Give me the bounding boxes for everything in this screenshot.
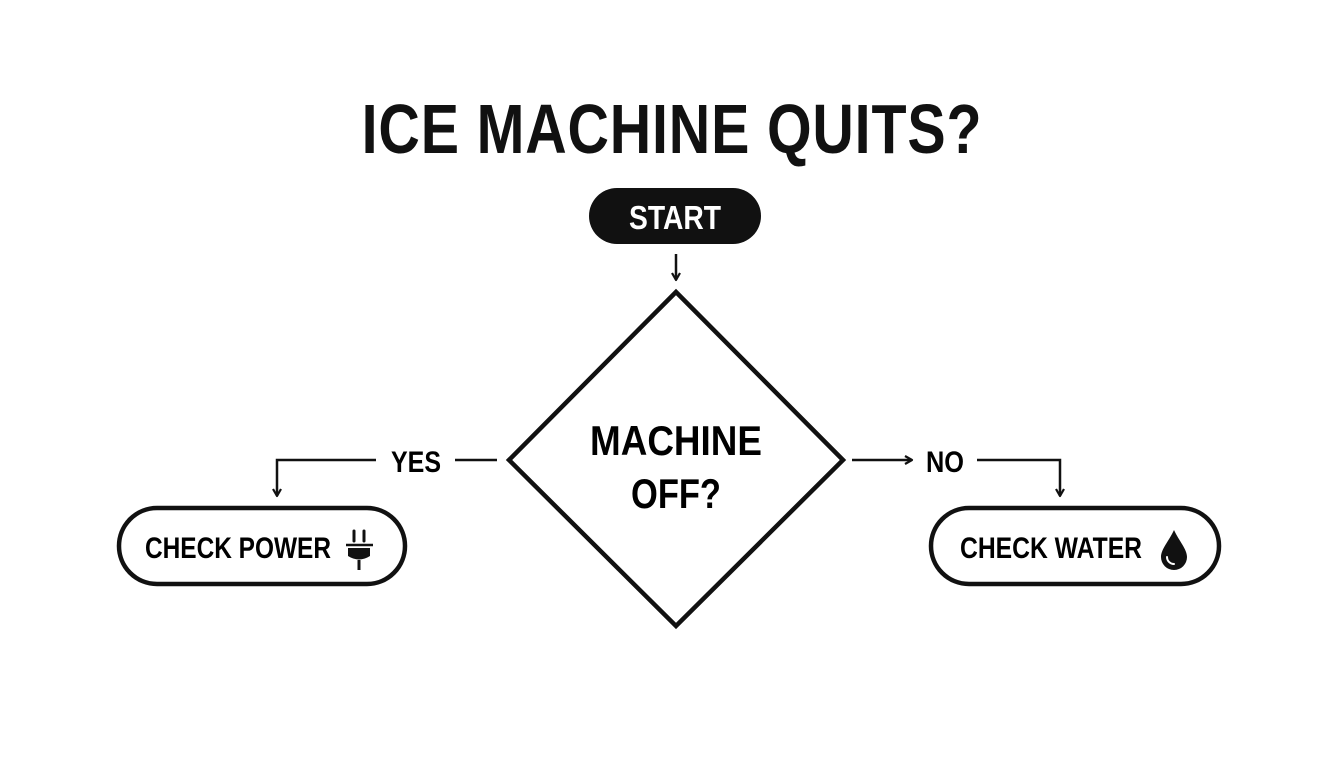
- check-power-label: CHECK POWER: [145, 532, 331, 565]
- check-water-label: CHECK WATER: [960, 532, 1142, 565]
- water-drop-icon: [1161, 530, 1187, 570]
- decision-label-line1: MACHINE: [590, 417, 762, 464]
- decision-node: MACHINE OFF?: [505, 288, 847, 630]
- no-label: NO: [926, 446, 964, 479]
- no-branch: NO: [852, 446, 1065, 498]
- check-water-node: CHECK WATER: [928, 505, 1222, 587]
- check-power-node: CHECK POWER: [116, 505, 408, 587]
- plug-icon: [346, 529, 373, 570]
- yes-label: YES: [391, 446, 441, 479]
- decision-label-line2: OFF?: [631, 470, 721, 517]
- yes-arrow: [272, 458, 376, 498]
- start-label: START: [629, 199, 721, 236]
- start-node: START: [589, 188, 761, 244]
- no-arrow: [977, 458, 1065, 498]
- page-title: ICE MACHINE QUITS?: [361, 90, 983, 168]
- yes-branch: YES: [272, 446, 497, 498]
